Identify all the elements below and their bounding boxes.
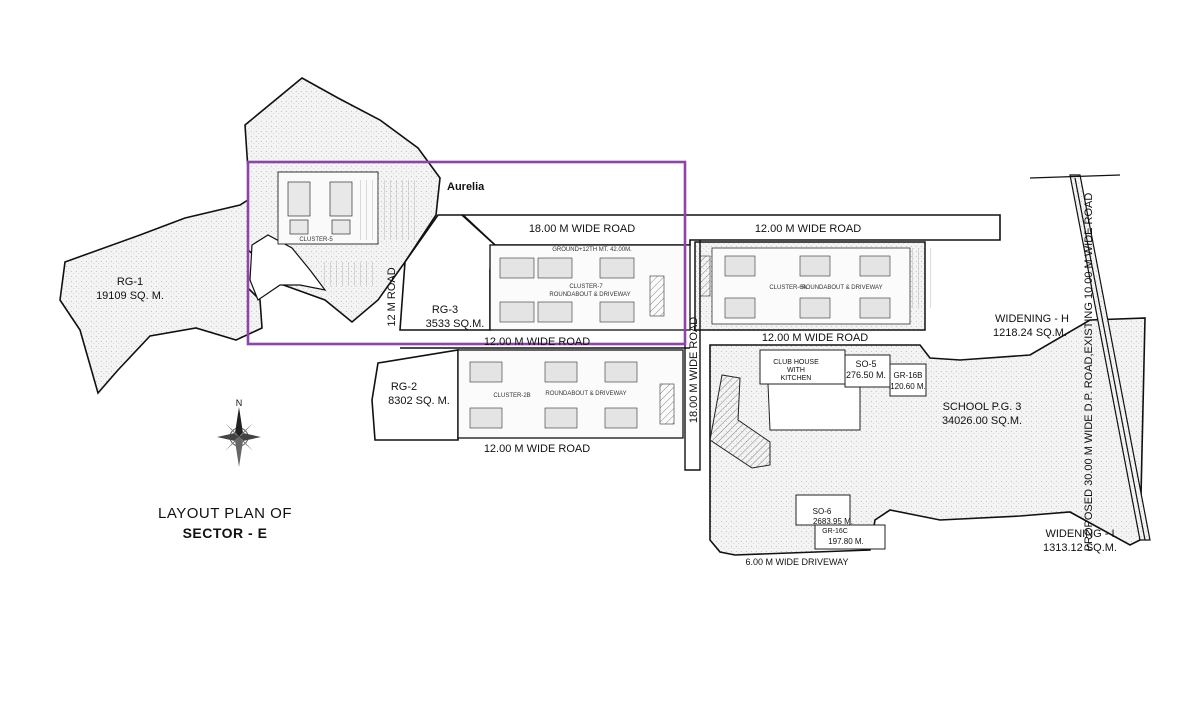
cluster6a-hatch: [699, 255, 711, 297]
cluster2b-note: ROUNDABOUT & DRIVEWAY: [545, 391, 626, 397]
rg3-area: 3533 SQ.M.: [426, 318, 485, 330]
road-18m-vertical: 18.00 M WIDE ROAD: [688, 317, 700, 423]
rg1-area: 19109 SQ. M.: [96, 290, 164, 302]
cluster5-towers: [287, 181, 353, 235]
club-line3: KITCHEN: [781, 375, 812, 382]
cluster2b-label: CLUSTER-2B: [493, 393, 530, 399]
plan-title-line1: LAYOUT PLAN OF: [158, 505, 292, 522]
compass-north: N: [236, 398, 243, 408]
gr16b-area: 120.60 M.: [890, 382, 926, 391]
road-12m-top: 12.00 M WIDE ROAD: [755, 223, 861, 235]
gr16c-block: [814, 524, 886, 550]
widening-i-area: 1313.12 SQ.M.: [1043, 542, 1117, 554]
widening-i-name: WIDENING - I: [1045, 528, 1114, 540]
cluster6a-label: CLUSTER-6A: [769, 285, 806, 291]
plot-rg2: [371, 349, 459, 441]
widening-h-area: 1218.24 SQ.M.: [993, 327, 1067, 339]
cluster5-parking: [358, 180, 418, 240]
so6-name: SO-6: [813, 507, 832, 516]
cluster6a-towers: [724, 255, 891, 319]
road-driveway: 6.00 M WIDE DRIVEWAY: [745, 557, 848, 567]
gr16b-block: [889, 363, 927, 397]
pool-area: [709, 374, 771, 469]
road-12m-bottom: 12.00 M WIDE ROAD: [484, 443, 590, 455]
so6-block: [795, 494, 851, 526]
club-house-wing: [767, 383, 861, 431]
cluster7-towers: [499, 257, 635, 323]
compass-icon: [217, 407, 261, 467]
plan-title-line2: SECTOR - E: [182, 525, 268, 541]
highlight-box: [246, 160, 687, 346]
gr16b-name: GR-16B: [894, 371, 923, 380]
cluster2b-towers: [469, 361, 638, 429]
cluster2b-hatch: [659, 383, 675, 425]
road-12m-mid-left: 12.00 M WIDE ROAD: [484, 336, 590, 348]
rg2-area: 8302 SQ. M.: [388, 395, 450, 407]
club-line1: CLUB HOUSE: [773, 359, 819, 366]
school-name: SCHOOL P.G. 3: [943, 401, 1022, 413]
cluster6a-parking: [912, 248, 936, 308]
gr16c-area: 197.80 M.: [828, 537, 864, 546]
gr16c-name: GR-16C: [822, 528, 848, 535]
road-12m-vertical: 12 M ROAD: [386, 267, 398, 326]
cluster5-label: CLUSTER-5: [299, 237, 333, 243]
road-18m-vertical-band: [684, 240, 701, 471]
plan-title: LAYOUT PLAN OF SECTOR - E: [150, 505, 300, 541]
club-line2: WITH: [787, 367, 805, 374]
dp-road-edge: [1029, 174, 1121, 179]
cluster6a-note: ROUNDABOUT & DRIVEWAY: [801, 285, 882, 291]
road-dp: PROPOSED 30.00 M WIDE D.P. ROAD,EXISTING…: [1083, 193, 1095, 552]
highlight-label: Aurelia: [447, 181, 485, 193]
school-area: 34026.00 SQ.M.: [942, 415, 1022, 427]
rg1-name: RG-1: [117, 276, 143, 288]
road-12m-mid-right: 12.00 M WIDE ROAD: [762, 332, 868, 344]
cluster7-hatch: [649, 275, 665, 317]
rg2-name: RG-2: [391, 381, 417, 393]
so5-block: [844, 354, 891, 388]
rg3-name: RG-3: [432, 304, 458, 316]
cluster7-label: CLUSTER-7: [569, 284, 603, 290]
so5-name: SO-5: [855, 359, 876, 369]
dp-road-edge-2: [1074, 177, 1146, 541]
so5-area: 276.50 M.: [846, 370, 886, 380]
so6-area: 2683.95 M.: [813, 517, 853, 526]
cluster7-note: ROUNDABOUT & DRIVEWAY: [549, 292, 630, 298]
widening-h-name: WIDENING - H: [995, 313, 1069, 325]
cluster7-top: GROUND+12TH MT. 42.00M.: [552, 247, 632, 253]
road-18m-top: 18.00 M WIDE ROAD: [529, 223, 635, 235]
cluster5-parking-2: [322, 262, 378, 286]
